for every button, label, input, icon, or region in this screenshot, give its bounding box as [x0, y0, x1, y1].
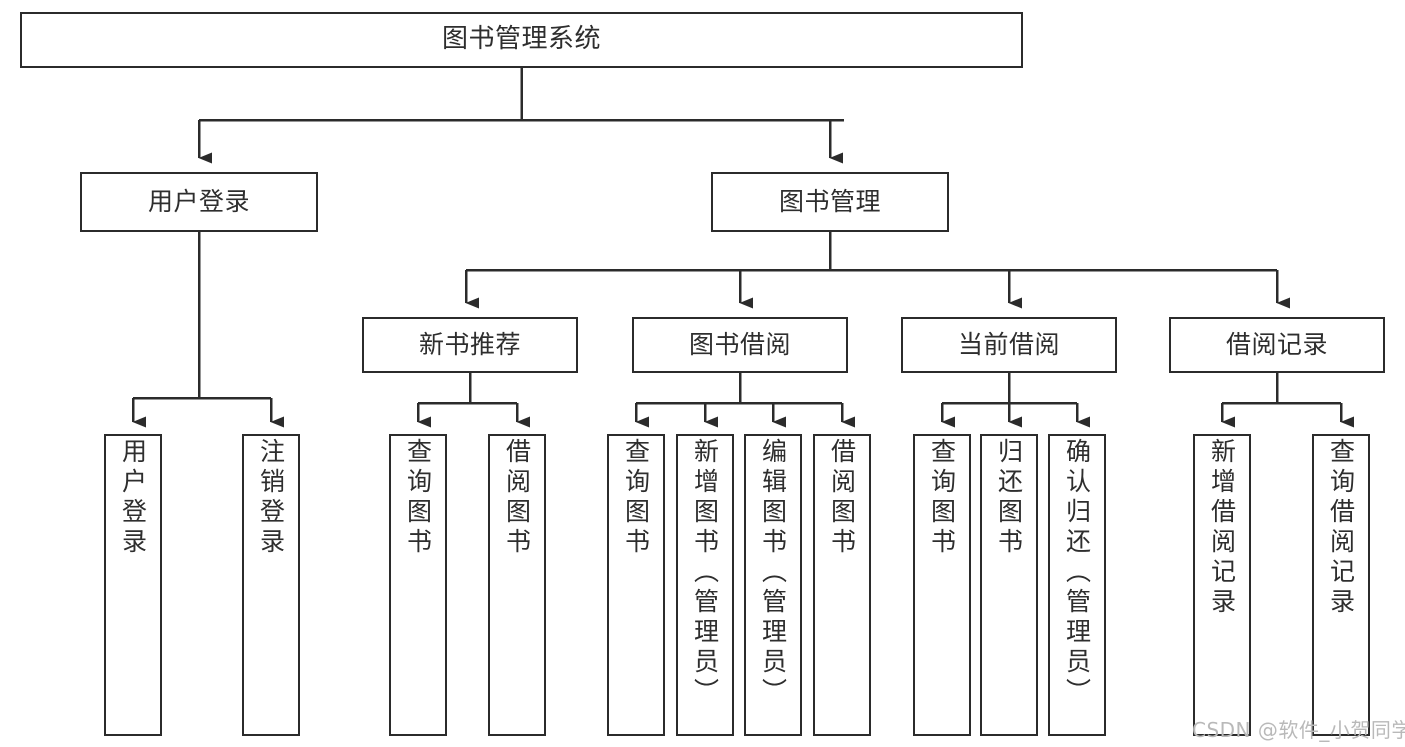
csdn-watermark: CSDN @软件_小贺同学: [1192, 714, 1405, 743]
node-borrow-record[interactable]: 借阅记录: [1169, 317, 1385, 373]
leaf-borrow-book-recommend[interactable]: 借阅图书: [488, 434, 546, 736]
watermark-text: CSDN @软件_小贺同学: [1192, 718, 1405, 742]
node-label: 归还图书: [994, 438, 1024, 558]
node-new-book-recommend[interactable]: 新书推荐: [362, 317, 578, 373]
node-current-borrow[interactable]: 当前借阅: [901, 317, 1117, 373]
node-label: 新增借阅记录: [1207, 438, 1237, 618]
node-label: 新书推荐: [418, 329, 521, 359]
leaf-edit-book-admin[interactable]: 编辑图书（管理员）: [744, 434, 802, 736]
node-label: 注销登录: [256, 438, 286, 558]
node-label: 查询图书: [927, 438, 957, 558]
leaf-query-book-borrow[interactable]: 查询图书: [607, 434, 665, 736]
node-label: 当前借阅: [957, 329, 1060, 359]
node-label: 用户登录: [147, 186, 250, 216]
node-label: 用户登录: [118, 438, 148, 558]
node-label: 编辑图书（管理员）: [758, 438, 788, 708]
node-label: 借阅图书: [827, 438, 857, 558]
node-label: 借阅记录: [1225, 329, 1328, 359]
node-root-book-management-system[interactable]: 图书管理系统: [20, 12, 1023, 68]
leaf-return-book[interactable]: 归还图书: [980, 434, 1038, 736]
leaf-user-login[interactable]: 用户登录: [104, 434, 162, 736]
leaf-borrow-book-borrow[interactable]: 借阅图书: [813, 434, 871, 736]
node-label: 查询图书: [621, 438, 651, 558]
leaf-confirm-return-admin[interactable]: 确认归还（管理员）: [1048, 434, 1106, 736]
node-label: 图书管理系统: [441, 24, 601, 55]
node-book-management[interactable]: 图书管理: [711, 172, 949, 232]
leaf-query-book-recommend[interactable]: 查询图书: [389, 434, 447, 736]
node-label: 借阅图书: [502, 438, 532, 558]
node-label: 图书借阅: [688, 329, 791, 359]
leaf-query-book-current[interactable]: 查询图书: [913, 434, 971, 736]
node-label: 确认归还（管理员）: [1062, 438, 1092, 708]
node-label: 图书管理: [778, 186, 881, 216]
leaf-query-borrow-record[interactable]: 查询借阅记录: [1312, 434, 1370, 736]
leaf-add-book-admin[interactable]: 新增图书（管理员）: [676, 434, 734, 736]
leaf-logout-login[interactable]: 注销登录: [242, 434, 300, 736]
leaf-add-borrow-record[interactable]: 新增借阅记录: [1193, 434, 1251, 736]
node-label: 查询图书: [403, 438, 433, 558]
node-label: 查询借阅记录: [1326, 438, 1356, 618]
node-book-borrow[interactable]: 图书借阅: [632, 317, 848, 373]
node-user-login[interactable]: 用户登录: [80, 172, 318, 232]
node-label: 新增图书（管理员）: [690, 438, 720, 708]
